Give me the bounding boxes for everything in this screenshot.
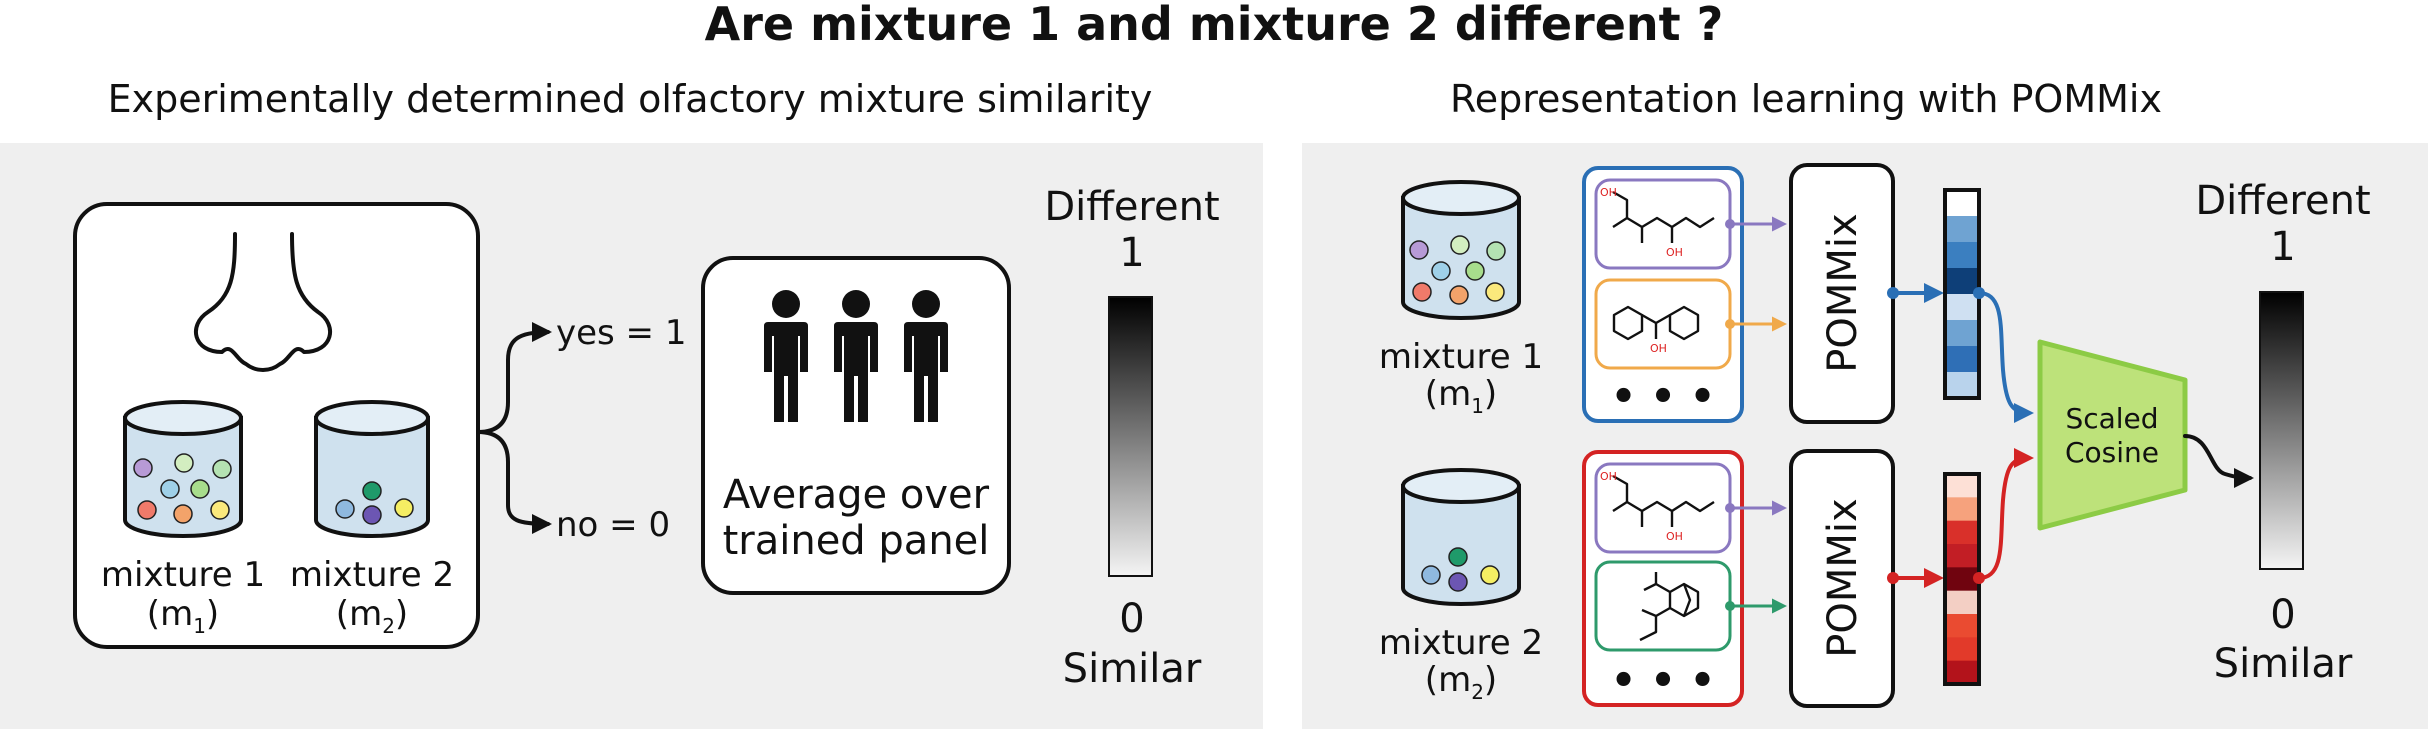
cosine-label-line1: Scaled bbox=[2065, 402, 2158, 435]
svg-text:OH: OH bbox=[1666, 246, 1683, 259]
embedding-cell bbox=[1945, 268, 1979, 295]
decision-brace-lower bbox=[476, 430, 552, 534]
embedding-cell bbox=[1945, 520, 1979, 545]
embedding-cell bbox=[1945, 242, 1979, 269]
pommix-label-2: POMMix bbox=[1820, 498, 1866, 657]
mixture2-label-right: mixture 2 bbox=[1379, 623, 1543, 663]
mixture2-label-left: mixture 2 bbox=[290, 555, 454, 595]
mixture2-symbol-left: (m2) bbox=[336, 594, 408, 638]
embedding-cell bbox=[1945, 294, 1979, 321]
molecule-structure-diol-2: OH OH bbox=[1600, 470, 1715, 543]
embedding-cell bbox=[1945, 590, 1979, 615]
svg-text:OH: OH bbox=[1666, 530, 1683, 543]
embedding-vector-mixture2 bbox=[1945, 474, 1979, 685]
arrow-embedding2-to-cosine bbox=[1978, 448, 2034, 580]
beaker-icon-mixture2-left bbox=[314, 400, 430, 538]
left-scale-bottom-word: Similar bbox=[1063, 646, 1202, 692]
pommix-label-1: POMMix bbox=[1820, 213, 1866, 372]
embedding-cell bbox=[1945, 544, 1979, 568]
embedding-cell bbox=[1945, 567, 1979, 592]
left-scale-top-value: 1 bbox=[1119, 230, 1144, 276]
embedding-cell bbox=[1945, 637, 1979, 662]
embedding-cell bbox=[1945, 474, 1979, 498]
embedding-cell bbox=[1945, 216, 1979, 243]
cosine-label-line2: Cosine bbox=[2065, 436, 2159, 469]
embedding-cell bbox=[1945, 614, 1979, 638]
right-scale-top-value: 1 bbox=[2270, 224, 2295, 270]
left-similarity-scale bbox=[1108, 296, 1153, 577]
left-panel-heading: Experimentally determined olfactory mixt… bbox=[108, 77, 1153, 121]
mixture1-label-right: mixture 1 bbox=[1379, 337, 1543, 377]
molecule-structure-cyclohexyl: OH bbox=[1612, 305, 1700, 355]
svg-text:OH: OH bbox=[1600, 470, 1617, 483]
embedding-cell bbox=[1945, 346, 1979, 373]
left-scale-top-word: Different bbox=[1044, 184, 1219, 230]
mixture1-label-left: mixture 1 bbox=[101, 555, 265, 595]
beaker-icon-mixture1-right bbox=[1401, 180, 1521, 320]
embedding-vector-mixture1 bbox=[1945, 190, 1979, 399]
molecule-structure-diol-1: OH OH bbox=[1600, 186, 1715, 259]
decision-brace bbox=[476, 322, 552, 434]
mixture1-symbol-left: (m1) bbox=[147, 594, 219, 638]
yes-label: yes = 1 bbox=[556, 313, 687, 353]
right-scale-top-word: Different bbox=[2195, 178, 2370, 224]
panel-label-line2: trained panel bbox=[723, 518, 990, 564]
nose-icon bbox=[194, 232, 332, 372]
scaled-cosine-block bbox=[2037, 339, 2188, 531]
panel-label-line1: Average over bbox=[723, 472, 990, 518]
right-scale-bottom-value: 0 bbox=[2270, 592, 2295, 638]
beaker-icon-mixture1-left bbox=[123, 400, 243, 538]
svg-text:OH: OH bbox=[1650, 342, 1667, 355]
embedding-cell bbox=[1945, 372, 1979, 399]
mixture1-symbol-right: (m1) bbox=[1425, 374, 1497, 418]
figure-title: Are mixture 1 and mixture 2 different ? bbox=[705, 0, 1724, 51]
molecule-card-green bbox=[1594, 560, 1732, 652]
svg-text:OH: OH bbox=[1600, 186, 1617, 199]
mixture2-symbol-right: (m2) bbox=[1425, 660, 1497, 704]
mixture1-more-molecules: • • • bbox=[1611, 374, 1716, 420]
embedding-cell bbox=[1945, 660, 1979, 685]
right-similarity-scale bbox=[2259, 291, 2304, 570]
mixture2-more-molecules: • • • bbox=[1611, 658, 1716, 704]
right-panel-heading: Representation learning with POMMix bbox=[1450, 77, 2162, 121]
molecule-structure-ester bbox=[1639, 572, 1700, 642]
no-label: no = 0 bbox=[556, 505, 670, 545]
arrow-cosine-to-scale bbox=[2183, 434, 2254, 488]
embedding-cell bbox=[1945, 497, 1979, 522]
beaker-icon-mixture2-right bbox=[1401, 468, 1521, 606]
embedding-cell bbox=[1945, 190, 1979, 217]
arrow-embedding1-to-cosine bbox=[1978, 291, 2034, 423]
right-scale-bottom-word: Similar bbox=[2214, 641, 2353, 687]
embedding-cell bbox=[1945, 320, 1979, 347]
left-scale-bottom-value: 0 bbox=[1119, 596, 1144, 642]
